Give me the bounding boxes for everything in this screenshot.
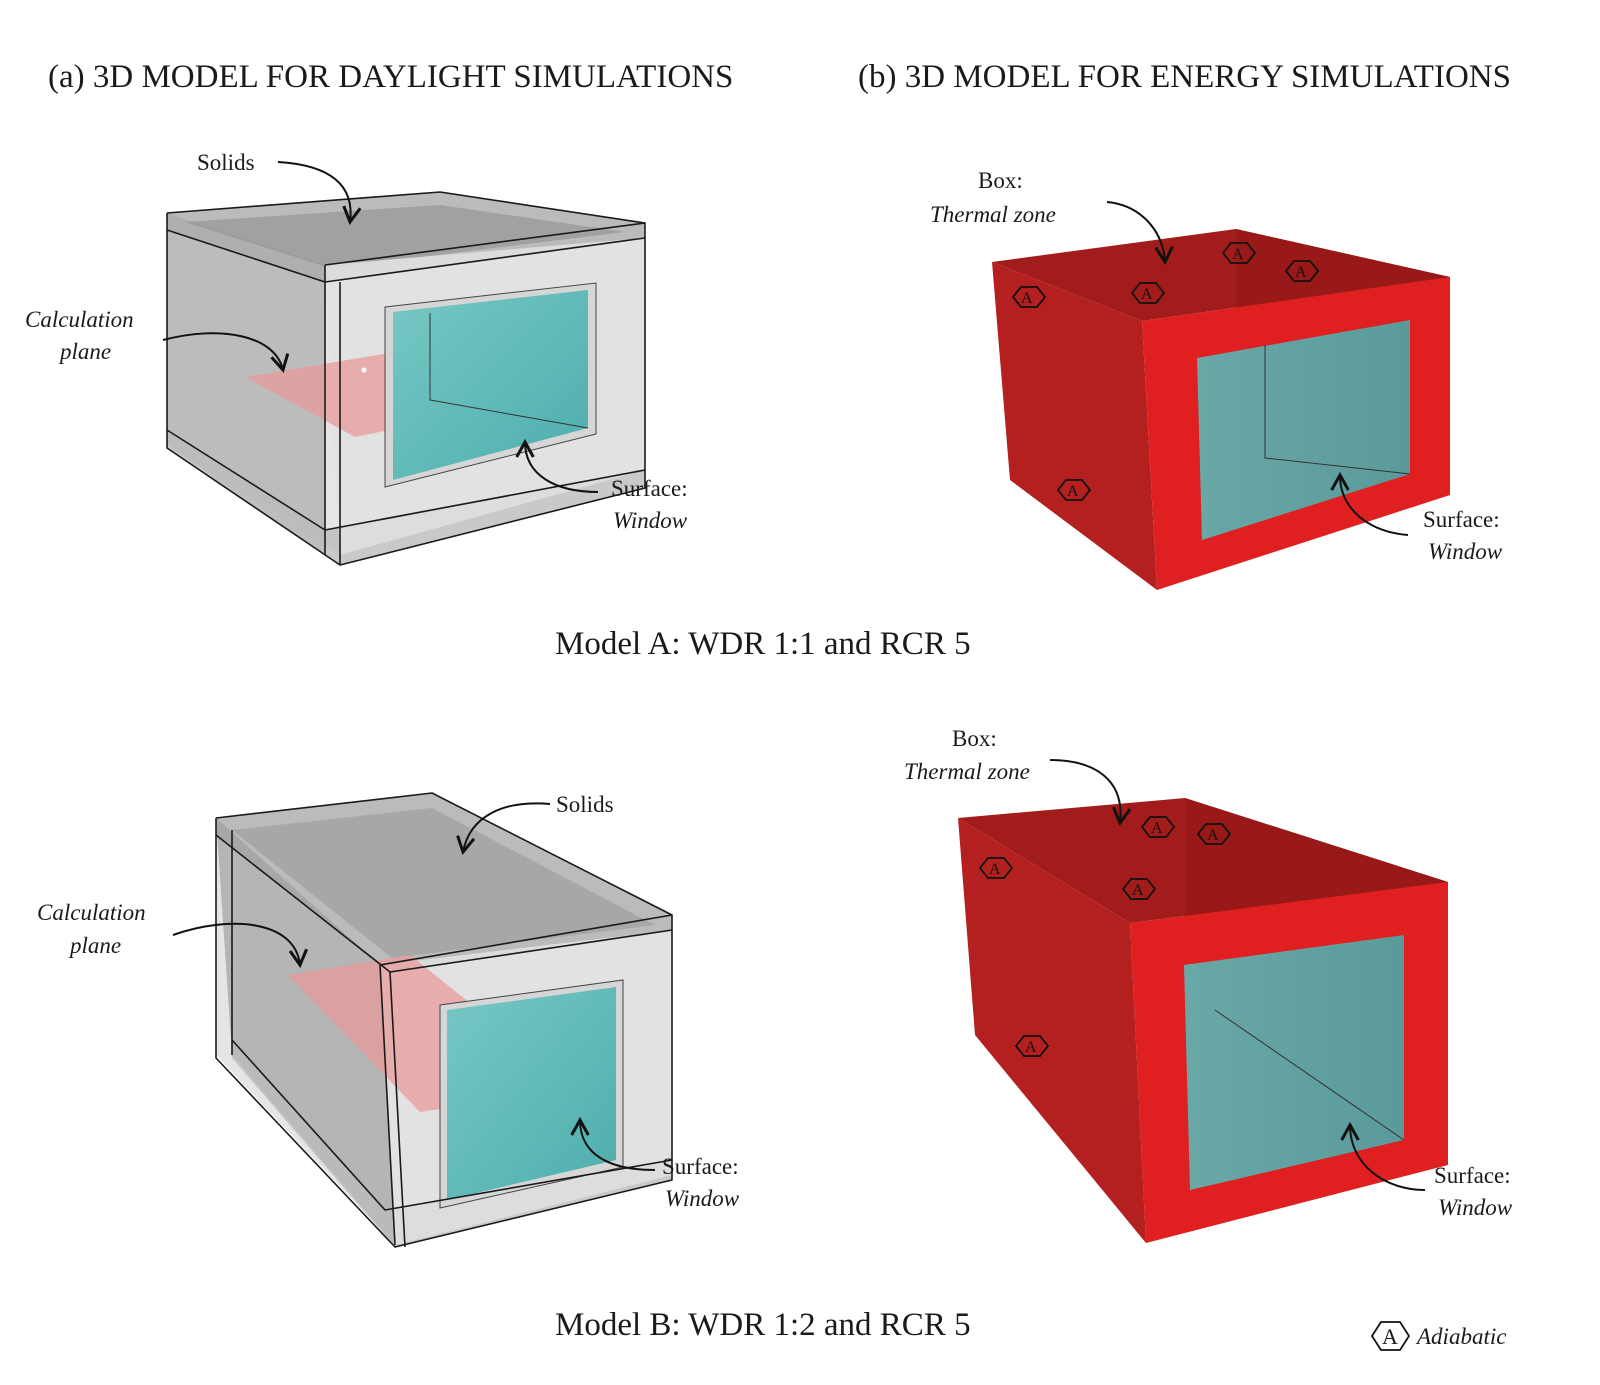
calc-plane-label-a-line2: plane xyxy=(58,339,111,364)
solid-outline-b xyxy=(215,792,673,1248)
svg-text:A: A xyxy=(1151,820,1163,837)
daylight-model-b: Solids Calculation plane Surface: Window xyxy=(37,792,740,1248)
svg-text:A: A xyxy=(989,861,1001,878)
adiabatic-marker: A xyxy=(1284,260,1320,282)
zone-left-b xyxy=(958,818,1146,1243)
adiabatic-marker: A xyxy=(1221,242,1257,264)
caption-model-b: Model B: WDR 1:2 and RCR 5 xyxy=(555,1307,971,1343)
solid-top-rim-b xyxy=(216,793,672,972)
legend-adiabatic: A Adiabatic xyxy=(1370,1321,1506,1351)
window-glass-a xyxy=(393,290,588,480)
solid-roof-inner xyxy=(185,205,625,268)
surface-label-eb-line1: Surface: xyxy=(1434,1163,1511,1188)
adiabatic-marker: A xyxy=(1011,286,1047,308)
box-label-b-line1: Box: xyxy=(952,726,997,751)
surface-label-b-line2: Window xyxy=(665,1186,740,1211)
solid-bottom-rim xyxy=(167,430,645,565)
box-arrow-a xyxy=(1106,201,1174,266)
adiabatic-marker: A xyxy=(1196,823,1232,845)
energy-model-b: A A A A A Box: Thermal zone Surface: Win… xyxy=(904,726,1513,1243)
zone-window-a xyxy=(1197,320,1410,540)
solids-label-a: Solids xyxy=(197,150,255,175)
plane-point-a xyxy=(361,367,367,373)
window-glass-b xyxy=(447,987,616,1200)
adiabatic-marker: A xyxy=(1014,1035,1050,1057)
zone-window-diag-b xyxy=(1214,1009,1405,1141)
header-energy: (b) 3D MODEL FOR ENERGY SIMULATIONS xyxy=(858,59,1511,95)
solid-outline-a xyxy=(166,191,646,566)
zone-left-a xyxy=(992,262,1157,590)
adiabatic-marker: A xyxy=(1130,282,1166,304)
adiabatic-marker: A xyxy=(1056,479,1092,501)
adiabatic-hex-icon xyxy=(1370,1321,1411,1351)
surface-arrow-a xyxy=(515,438,599,493)
svg-text:A: A xyxy=(1021,290,1033,307)
box-label-b-line2: Thermal zone xyxy=(904,759,1030,784)
caption-model-a: Model A: WDR 1:1 and RCR 5 xyxy=(555,626,971,662)
calc-plane-arrow-b xyxy=(172,922,308,969)
svg-text:A: A xyxy=(1141,286,1153,303)
adiabatic-marker: A xyxy=(1121,878,1157,900)
calc-plane-label-a-line1: Calculation xyxy=(25,307,134,332)
surface-arrow-eb xyxy=(1340,1121,1426,1191)
legend-label: Adiabatic xyxy=(1415,1324,1506,1349)
adiabatic-marker: A xyxy=(978,857,1014,879)
zone-window-diag-a xyxy=(1264,345,1411,475)
energy-model-a: A A A A A Box: Thermal zone Surface: Win… xyxy=(930,168,1503,590)
calc-plane-label-b-line2: plane xyxy=(68,933,121,958)
surface-label-a-line1: Surface: xyxy=(611,476,688,501)
solids-label-b: Solids xyxy=(556,792,614,817)
svg-text:A: A xyxy=(1295,264,1307,281)
calc-plane-arrow-a xyxy=(162,332,290,374)
surface-label-ea-line1: Surface: xyxy=(1423,507,1500,532)
header-daylight: (a) 3D MODEL FOR DAYLIGHT SIMULATIONS xyxy=(48,59,733,95)
surface-label-a-line2: Window xyxy=(613,508,688,533)
svg-text:A: A xyxy=(1207,827,1219,844)
window-inner-line-a xyxy=(429,313,589,429)
box-label-a-line1: Box: xyxy=(978,168,1023,193)
surface-label-ea-line2: Window xyxy=(1428,539,1503,564)
surface-label-b-line1: Surface: xyxy=(662,1154,739,1179)
solids-arrow-a xyxy=(277,161,362,226)
box-label-a-line2: Thermal zone xyxy=(930,202,1056,227)
calc-plane-label-b-line1: Calculation xyxy=(37,900,146,925)
solids-arrow-b xyxy=(456,802,551,856)
adiabatic-marker: A xyxy=(1140,816,1176,838)
surface-label-eb-line2: Window xyxy=(1438,1195,1513,1220)
surface-arrow-b xyxy=(570,1116,656,1171)
svg-text:A: A xyxy=(1232,246,1244,263)
svg-text:A: A xyxy=(1132,882,1144,899)
legend-symbol: A xyxy=(1382,1324,1398,1349)
daylight-model-a: Solids Calculation plane Surface: Window xyxy=(25,150,688,566)
solid-left-wall-b xyxy=(216,818,395,1245)
svg-text:A: A xyxy=(1067,483,1079,500)
box-arrow-b xyxy=(1049,759,1132,827)
surface-arrow-ea xyxy=(1330,471,1409,536)
svg-text:A: A xyxy=(1025,1039,1037,1056)
